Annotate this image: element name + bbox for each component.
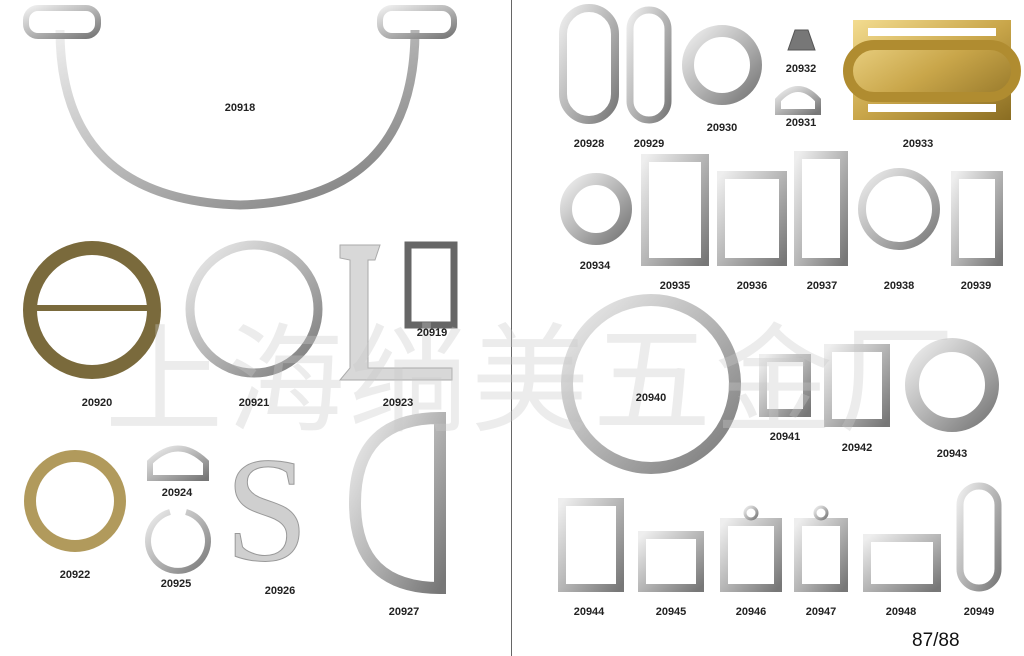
product-20937 — [794, 151, 848, 266]
product-label: 20939 — [960, 280, 992, 292]
product-label: 20920 — [81, 397, 113, 409]
product-20927 — [348, 411, 446, 595]
product-20947 — [794, 505, 848, 592]
product-20944 — [558, 498, 624, 592]
product-20923 — [338, 244, 453, 381]
product-label: 20926 — [264, 585, 296, 597]
product-label: 20928 — [573, 138, 605, 150]
product-label: 20918 — [224, 102, 256, 114]
product-label: 20940 — [635, 392, 667, 404]
product-20949 — [956, 482, 1002, 592]
product-label: 20929 — [633, 138, 665, 150]
product-20933 — [843, 20, 1021, 120]
product-20943 — [905, 338, 999, 432]
product-label: 20944 — [573, 606, 605, 618]
product-label: 20924 — [161, 487, 193, 499]
product-20926: S — [225, 427, 308, 593]
product-20919 — [404, 241, 458, 329]
product-label: 20946 — [735, 606, 767, 618]
product-label: 20942 — [841, 442, 873, 454]
product-20921 — [185, 240, 323, 378]
product-label: 20933 — [902, 138, 934, 150]
product-20945 — [638, 531, 704, 592]
product-label: 20949 — [963, 606, 995, 618]
product-label: 20932 — [785, 63, 817, 75]
product-label: 20921 — [238, 397, 270, 409]
product-label: 20947 — [805, 606, 837, 618]
product-label: 20931 — [785, 117, 817, 129]
product-20920 — [23, 241, 161, 379]
product-20924 — [147, 445, 209, 481]
product-20946 — [720, 505, 782, 592]
product-20936 — [717, 171, 787, 266]
product-label: 20923 — [382, 397, 414, 409]
product-label: 20922 — [59, 569, 91, 581]
page-number: 87/88 — [912, 630, 960, 651]
product-label: 20938 — [883, 280, 915, 292]
product-20932 — [787, 29, 816, 51]
product-20934 — [560, 173, 632, 245]
product-label: 20948 — [885, 606, 917, 618]
product-label: 20936 — [736, 280, 768, 292]
product-20939 — [951, 171, 1003, 266]
product-20929 — [626, 6, 672, 124]
product-20941 — [759, 354, 811, 417]
product-label: 20925 — [160, 578, 192, 590]
product-20928 — [559, 4, 619, 124]
product-20930 — [682, 25, 762, 105]
product-20935 — [641, 154, 709, 266]
product-label: 20941 — [769, 431, 801, 443]
product-20942 — [824, 344, 890, 427]
product-20931 — [775, 86, 821, 115]
product-label: 20930 — [706, 122, 738, 134]
product-20925 — [145, 509, 211, 574]
product-label: 20919 — [416, 327, 448, 339]
product-label: 20927 — [388, 606, 420, 618]
product-20938 — [858, 168, 940, 250]
product-label: 20935 — [659, 280, 691, 292]
product-20940 — [561, 294, 741, 474]
product-20918 — [23, 5, 457, 210]
product-label: 20943 — [936, 448, 968, 460]
product-label: 20945 — [655, 606, 687, 618]
product-label: 20934 — [579, 260, 611, 272]
product-20922 — [24, 450, 126, 552]
product-label: 20937 — [806, 280, 838, 292]
product-20948 — [863, 534, 941, 592]
page-divider — [511, 0, 512, 656]
